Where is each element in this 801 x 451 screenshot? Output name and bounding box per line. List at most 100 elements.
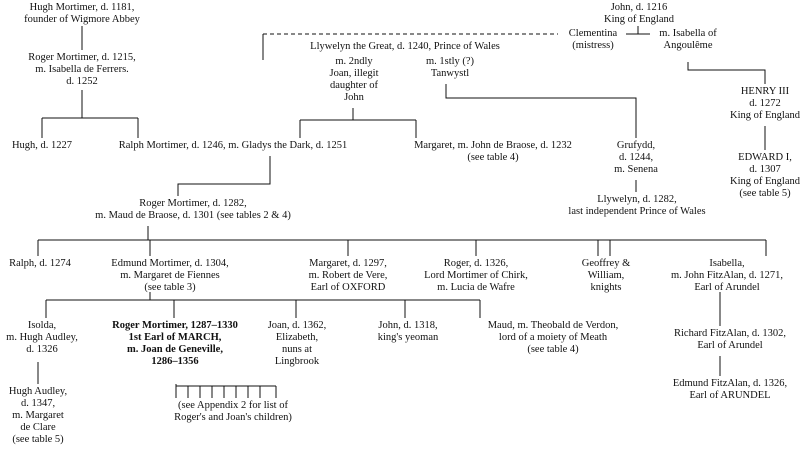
person-text-line: Roger Mortimer, 1287–1330: [112, 320, 238, 331]
person-text-line: Llywelyn, d. 1282,: [597, 194, 677, 205]
person-text-line: m. Hugh Audley,: [6, 332, 78, 343]
person-text-line: King of England: [730, 110, 800, 121]
person-text-line: Ralph, d. 1274: [9, 258, 71, 269]
person-text-line: m. Joan de Geneville,: [127, 344, 223, 355]
person-roger-mortimer-1215: Roger Mortimer, d. 1215,m. Isabella de F…: [0, 52, 164, 88]
person-margaret-1297: Margaret, d. 1297,m. Robert de Vere,Earl…: [286, 258, 410, 294]
person-isabella-fitzalan: Isabella,m. John FitzAlan, d. 1271,Earl …: [654, 258, 800, 294]
person-text-line: Edmund FitzAlan, d. 1326,: [672, 378, 788, 389]
connector: [445, 84, 637, 138]
person-text-line: m. 1stly (?): [425, 56, 475, 67]
person-grufydd: Grufydd,d. 1244,m. Senena: [600, 140, 672, 176]
person-text-line: Edmund Mortimer, d. 1304,: [111, 258, 229, 269]
person-text-line: (see table 4): [467, 152, 519, 163]
person-llywelyn-the-great: Llywelyn the Great, d. 1240, Prince of W…: [290, 41, 520, 53]
person-text-line: Richard FitzAlan, d. 1302,: [674, 328, 786, 339]
person-text-line: m. Isabella of: [659, 28, 717, 39]
person-text-line: 1286–1356: [151, 356, 199, 367]
person-edmund-fitzalan: Edmund FitzAlan, d. 1326,Earl of ARUNDEL: [664, 378, 796, 402]
person-text-line: EDWARD I,: [738, 152, 792, 163]
person-text-line: m. Margaret de Fiennes: [120, 270, 220, 281]
person-text-line: lord of a moiety of Meath: [498, 332, 608, 343]
person-text-line: Llywelyn the Great, d. 1240, Prince of W…: [310, 41, 500, 52]
person-text-line: king's yeoman: [377, 332, 439, 343]
person-text-line: Hugh Mortimer, d. 1181,: [29, 2, 135, 13]
person-text-line: d. 1307: [749, 164, 781, 175]
person-text-line: (mistress): [572, 40, 614, 51]
person-tanwystl: m. 1stly (?)Tanwystl: [412, 56, 488, 80]
person-john-1318: John, d. 1318,king's yeoman: [368, 320, 448, 344]
person-text-line: nuns at: [281, 344, 313, 355]
person-text-line: Angoulême: [663, 40, 713, 51]
person-ralph-mortimer-1246: Ralph Mortimer, d. 1246, m. Gladys the D…: [100, 140, 366, 152]
person-roger-mortimer-1282: Roger Mortimer, d. 1282,m. Maud de Braos…: [60, 198, 326, 222]
person-clementina: Clementina(mistress): [556, 28, 630, 52]
person-text-line: Joan, illegit: [329, 68, 379, 79]
person-text-line: Roger, d. 1326,: [443, 258, 509, 269]
person-text-line: Isabella,: [709, 258, 745, 269]
connector: [687, 62, 766, 84]
person-text-line: m. Senena: [614, 164, 658, 175]
person-text-line: John, d. 1216: [610, 2, 668, 13]
person-text-line: knights: [590, 282, 622, 293]
person-text-line: William,: [587, 270, 625, 281]
person-text-line: Roger Mortimer, d. 1282,: [139, 198, 247, 209]
person-llywelyn-last-prince: Llywelyn, d. 1282,last independent Princ…: [532, 194, 742, 218]
person-text-line: Earl of OXFORD: [310, 282, 386, 293]
person-hugh-mortimer-1181: Hugh Mortimer, d. 1181,founder of Wigmor…: [0, 2, 164, 26]
person-maud-de-verdon: Maud, m. Theobald de Verdon,lord of a mo…: [478, 320, 628, 356]
person-text-line: d. 1252: [66, 76, 98, 87]
person-text-line: d. 1347,: [20, 398, 56, 409]
person-text-line: Geoffrey &: [581, 258, 631, 269]
person-text-line: Hugh Audley,: [8, 386, 68, 397]
person-text-line: Roger Mortimer, d. 1215,: [28, 52, 136, 63]
person-text-line: m. Isabella de Ferrers.: [35, 64, 129, 75]
person-text-line: m. Margaret: [12, 410, 64, 421]
person-text-line: m. Robert de Vere,: [308, 270, 388, 281]
person-text-line: daughter of: [329, 80, 379, 91]
person-text-line: m. 2ndly: [335, 56, 373, 67]
person-text-line: Ralph Mortimer, d. 1246, m. Gladys the D…: [118, 140, 348, 151]
person-text-line: m. Maud de Braose, d. 1301 (see tables 2…: [95, 210, 291, 221]
person-text-line: m. John FitzAlan, d. 1271,: [671, 270, 783, 281]
person-text-line: (see table 5): [12, 434, 64, 445]
person-text-line: John, d. 1318,: [378, 320, 438, 331]
person-text-line: (see table 3): [144, 282, 196, 293]
person-text-line: Grufydd,: [616, 140, 656, 151]
person-text-line: Earl of ARUNDEL: [689, 390, 771, 401]
person-text-line: Elizabeth,: [275, 332, 319, 343]
person-text-line: Earl of Arundel: [697, 340, 763, 351]
person-text-line: Clementina: [568, 28, 618, 39]
person-ralph-1274: Ralph, d. 1274: [0, 258, 80, 270]
person-edmund-mortimer-1304: Edmund Mortimer, d. 1304,m. Margaret de …: [80, 258, 260, 294]
person-text-line: last independent Prince of Wales: [568, 206, 706, 217]
person-text-line: Maud, m. Theobald de Verdon,: [487, 320, 619, 331]
person-text-line: Isolda,: [27, 320, 57, 331]
person-text-line: John: [344, 92, 364, 103]
person-margaret-de-braose: Margaret, m. John de Braose, d. 1232(see…: [398, 140, 588, 164]
person-text-line: d. 1272: [749, 98, 781, 109]
person-text-line: Roger's and Joan's children): [174, 412, 292, 423]
person-geoffrey-and-william: Geoffrey &William,knights: [570, 258, 642, 294]
person-text-line: Margaret, d. 1297,: [309, 258, 387, 269]
connector: [177, 156, 271, 196]
person-hugh-1227: Hugh, d. 1227: [2, 140, 82, 152]
person-text-line: m. Lucia de Wafre: [437, 282, 515, 293]
person-text-line: Tanwystl: [430, 68, 470, 79]
person-text-line: Lord Mortimer of Chirk,: [424, 270, 528, 281]
person-text-line: d. 1326: [26, 344, 58, 355]
person-text-line: HENRY III: [740, 86, 790, 97]
person-text-line: (see table 5): [739, 188, 791, 199]
person-text-line: founder of Wigmore Abbey: [24, 14, 140, 25]
person-isolda: Isolda,m. Hugh Audley,d. 1326: [0, 320, 84, 356]
